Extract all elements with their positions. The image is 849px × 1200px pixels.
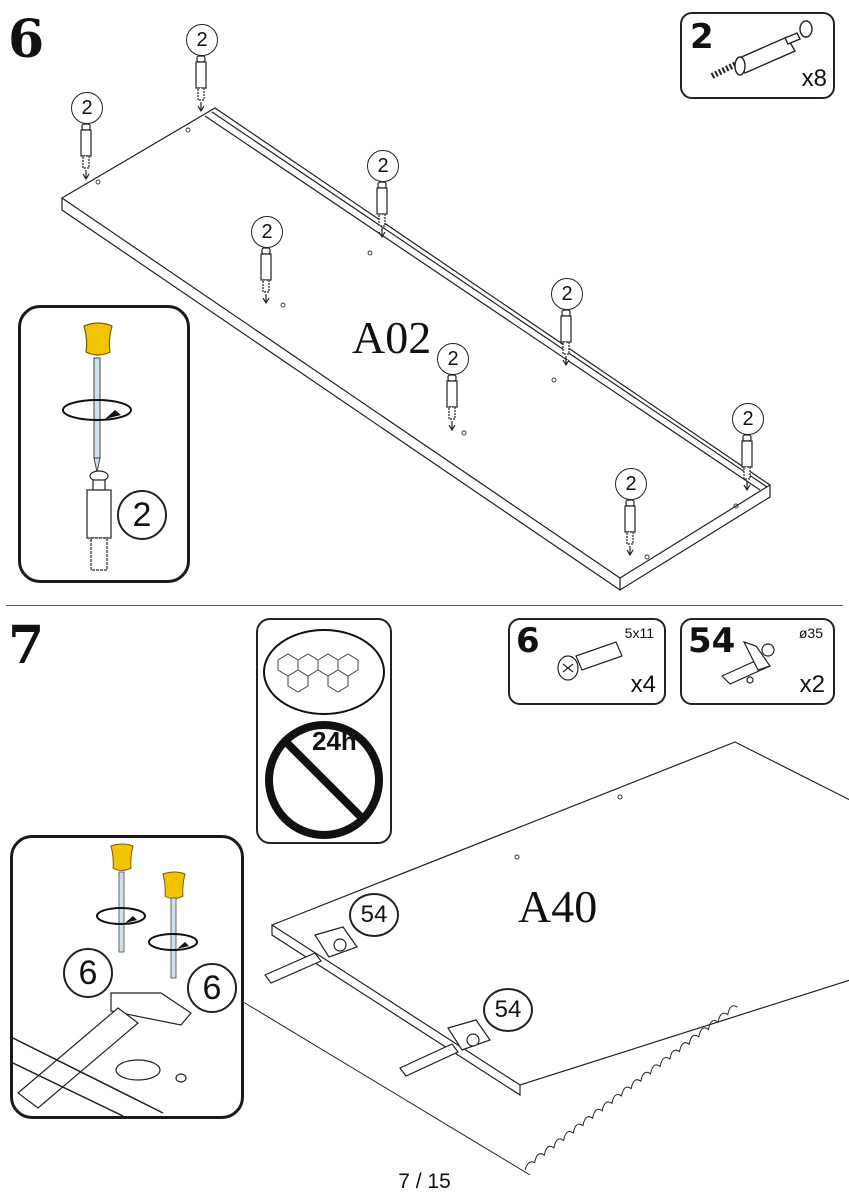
screwdriver-icon (148, 871, 198, 979)
care-warning-card: 24h (256, 618, 392, 844)
step-number-6: 6 (8, 9, 45, 70)
screwdriver-icon (62, 322, 132, 571)
dowel-icons (80, 55, 753, 557)
blanket-edge-icon (524, 1005, 738, 1171)
callout-part-2-detail: 2 (117, 490, 167, 540)
part-id: 2 (690, 17, 714, 57)
part-quantity: x4 (630, 671, 656, 698)
step-number-7: 7 (8, 615, 45, 676)
panel-a02-drawing (60, 107, 772, 592)
screw-icon (557, 641, 623, 681)
panel-label-a40: A40 (518, 881, 598, 932)
panel-a40 (270, 741, 849, 1086)
part-box-cam-dowel: 2 x8 (680, 12, 835, 99)
callout-part-2: 2 (186, 24, 218, 56)
screwdriver-icon (96, 843, 146, 953)
warning-24h-label: 24h (312, 726, 357, 756)
callout-part-54: 54 (349, 893, 399, 937)
callout-part-54: 54 (483, 988, 533, 1032)
rotate-arrow-icon (105, 410, 121, 419)
part-box-hinge: 54 ø35 x2 (680, 618, 835, 705)
cam-dowel-icon (710, 20, 813, 79)
hinge-detail-icon (17, 992, 192, 1109)
detail-inset-hinge-screws: 6 6 (10, 835, 244, 1119)
callout-part-6-detail: 6 (187, 963, 237, 1013)
step-divider (6, 605, 843, 606)
part-quantity: x8 (801, 65, 827, 92)
wipe-surface-icon (263, 629, 385, 715)
callout-part-6-detail: 6 (63, 948, 113, 998)
part-spec: 5x11 (624, 625, 654, 641)
detail-inset-screwdriver-dowel: 2 (18, 305, 190, 583)
part-quantity: x2 (799, 671, 825, 698)
callout-part-2: 2 (615, 468, 647, 500)
part-spec: ø35 (798, 625, 823, 641)
dowel-detail-icon (86, 470, 112, 571)
page-indicator: 7 / 15 (398, 1170, 451, 1193)
part-id: 6 (516, 621, 540, 661)
hinge-placements (264, 926, 491, 1077)
part-id: 54 (688, 621, 736, 661)
callout-part-2: 2 (437, 343, 469, 375)
part-box-screw: 6 5x11 x4 (508, 618, 666, 705)
callout-part-2: 2 (732, 403, 764, 435)
callout-part-2: 2 (71, 92, 103, 124)
hinge-icon (720, 640, 775, 685)
panel-label-a02: A02 (352, 312, 432, 363)
